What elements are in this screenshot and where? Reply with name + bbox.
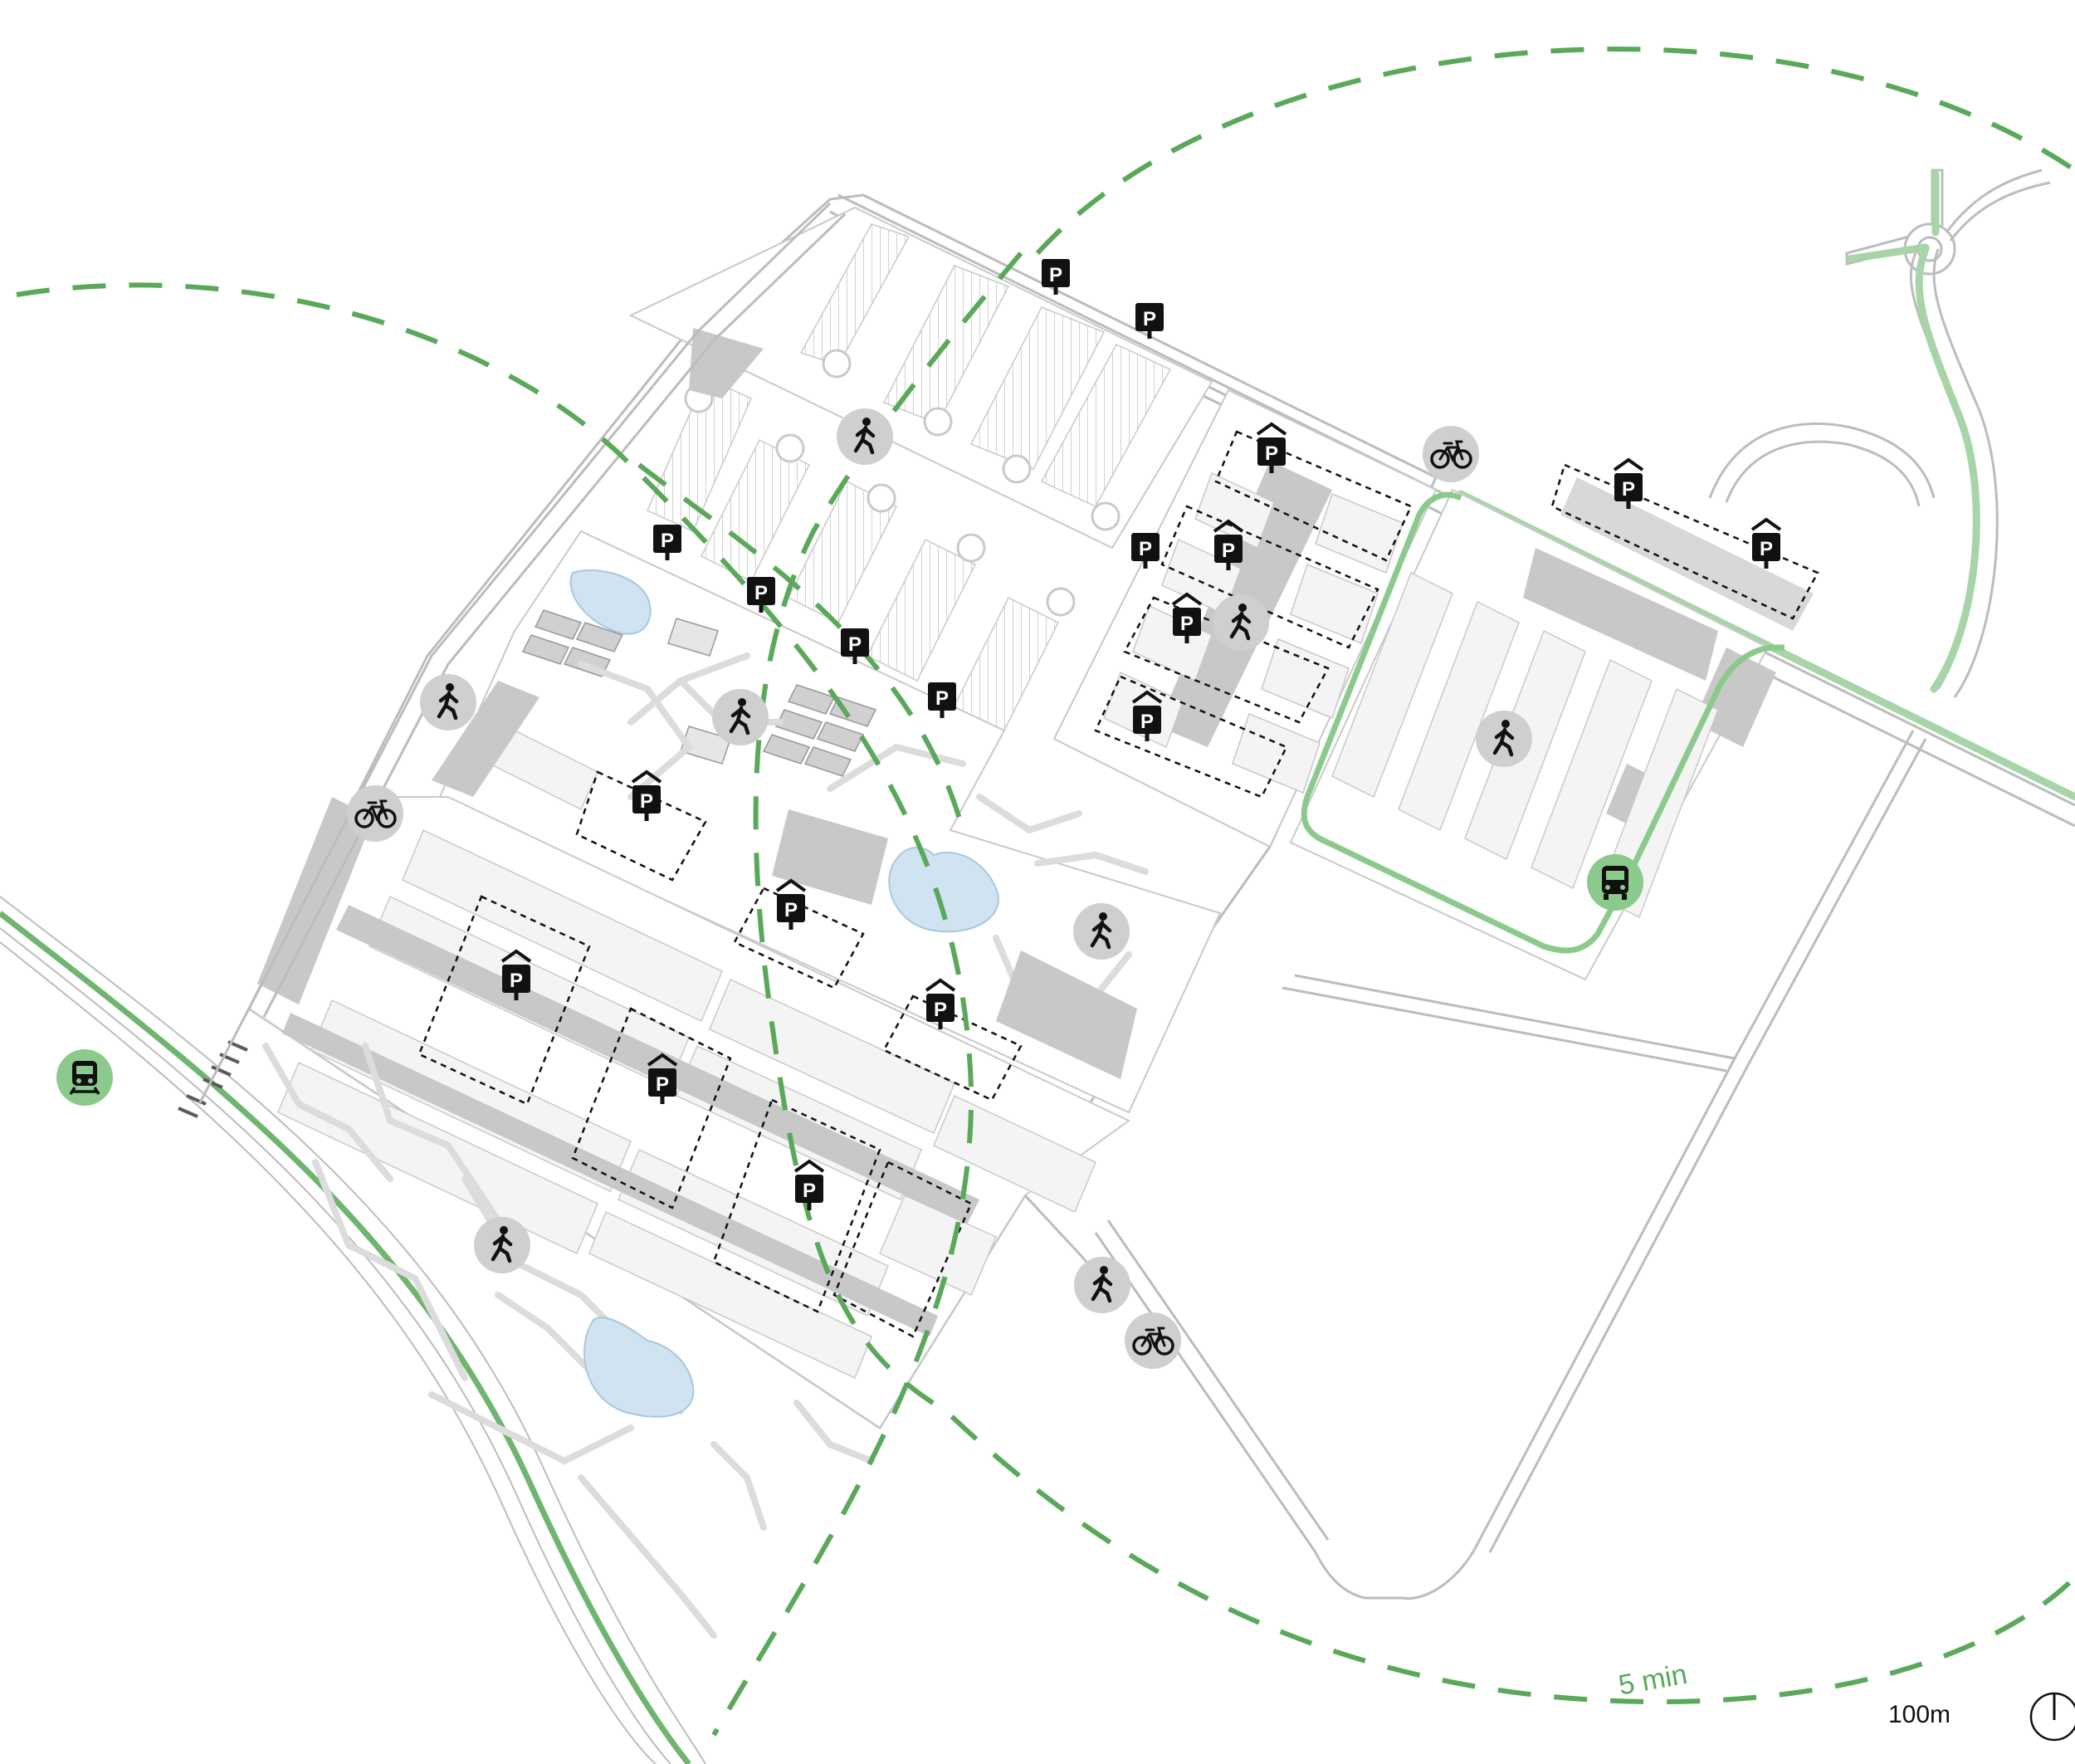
parking-sign-icon: [1042, 259, 1070, 295]
pedestrian-icon: [474, 1217, 530, 1273]
parking-sign-icon: [1135, 303, 1164, 339]
pedestrian-icon: [1476, 711, 1532, 767]
train-icon: [55, 1048, 115, 1107]
bus-route: [1301, 491, 1784, 954]
residential-block-south: [178, 681, 1137, 1639]
parking-sign-icon: [653, 525, 681, 560]
pedestrian-icon: [420, 674, 476, 731]
railway: [0, 896, 706, 1764]
bicycle-icon: [1123, 1311, 1183, 1371]
pedestrian-icon: [1074, 1257, 1130, 1313]
pedestrian-icon: [1213, 594, 1269, 651]
parking-garage-icon: [1750, 518, 1782, 570]
pedestrian-icon: [837, 408, 893, 465]
pedestrian-icon: [712, 689, 769, 745]
walk-radius-label: 5 min: [1616, 1659, 1689, 1702]
pedestrian-icon: [1073, 903, 1130, 960]
bus-icon: [1587, 854, 1643, 911]
car-park-north: [628, 206, 1213, 740]
walk-radius-circles: [16, 46, 2075, 1737]
scale-label: 100m: [1888, 1701, 1950, 1728]
parking-sign-icon: [747, 577, 775, 613]
bicycle-icon: [345, 784, 405, 843]
north-arrow-icon: [2029, 1692, 2075, 1742]
bicycle-icon: [1421, 424, 1481, 484]
